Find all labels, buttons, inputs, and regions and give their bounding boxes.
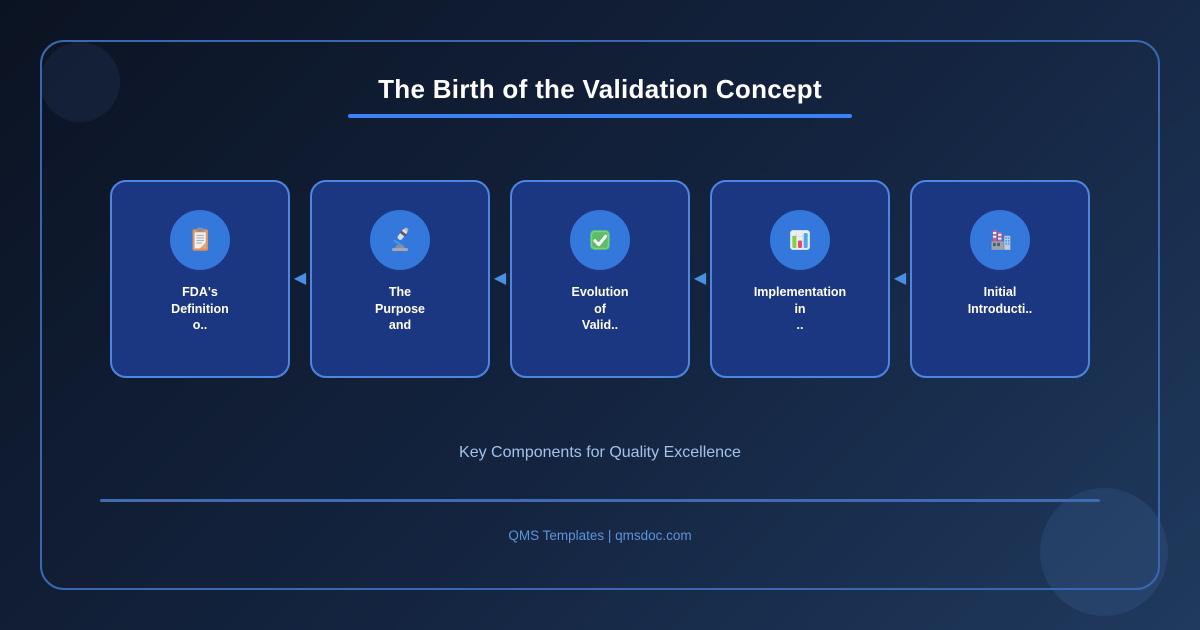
page-title: The Birth of the Validation Concept [378,74,822,104]
card-icon-circle [770,210,830,270]
subtitle-text: Key Components for Quality Excellence [459,444,741,461]
timeline-connector: ◀ [890,180,910,378]
factory-icon [985,225,1015,255]
card-icon-circle [370,210,430,270]
card-label: Evolution of Valid.. [571,285,629,332]
arrow-left-icon: ◀ [893,270,907,287]
bar-chart-icon [785,225,815,255]
timeline-cards-row: FDA's Definition o.. ◀ [110,180,1090,378]
card-icon-circle [170,210,230,270]
decorative-circle-bottom-right [1040,488,1168,616]
arrow-left-icon: ◀ [693,270,707,287]
timeline-connector: ◀ [290,180,310,378]
card-label: The Purpose and [374,285,425,332]
timeline-card: Implementation in .. [710,180,890,378]
title-underline [348,114,852,118]
card-label: FDA's Definition o.. [171,285,229,332]
clipboard-icon [185,225,215,255]
timeline-card: The Purpose and [310,180,490,378]
timeline-card: FDA's Definition o.. [110,180,290,378]
timeline-card: Initial Introducti.. [910,180,1090,378]
timeline-connector: ◀ [490,180,510,378]
check-mark-icon [585,225,615,255]
arrow-left-icon: ◀ [293,270,307,287]
card-icon-circle [570,210,630,270]
microscope-icon [385,225,415,255]
card-label: Initial Introducti.. [967,285,1033,316]
card-icon-circle [970,210,1030,270]
timeline-connector: ◀ [690,180,710,378]
timeline-card: Evolution of Valid.. [510,180,690,378]
card-label: Implementation in .. [753,285,847,332]
arrow-left-icon: ◀ [493,270,507,287]
footer-divider [100,499,1100,502]
outer-frame-border [40,40,1160,590]
footer-credit: QMS Templates | qmsdoc.com [508,528,692,543]
